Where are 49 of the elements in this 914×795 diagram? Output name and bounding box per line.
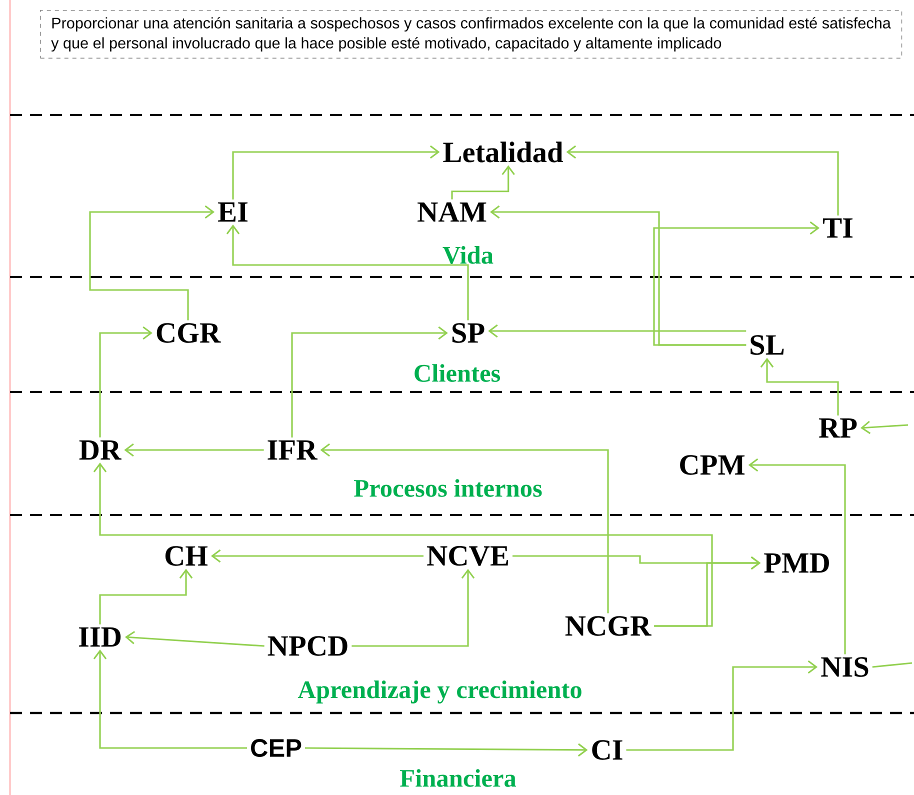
arrow [451,165,515,200]
term-text: CGR [156,323,221,343]
section-label: Aprendizaje y crecimiento [298,680,582,704]
term-text: TI [822,218,853,238]
section-label: Clientes [414,364,500,382]
arrow [99,568,193,624]
term-text: NCGR [565,616,652,636]
arrow [512,555,761,570]
term-text: SP [452,323,484,343]
term-text: NCVE [427,546,508,566]
arrow [352,568,475,647]
term-text: RP [818,418,857,438]
arrow [488,324,746,338]
section-label: Vida [442,246,494,264]
term-text: EI [218,202,248,222]
arrow [653,221,820,346]
mission-box: Proporcionar una atención sanitaria a sospechosos y casos confirmados excelente con la que la comunidad esté satisfecha y que el personal involucrado que la hace posible esté motivado, capacitado y altamente implicado [40,10,902,59]
arrow [748,458,846,654]
term-text: CI [592,740,622,760]
arrow [93,650,248,749]
arrow [99,326,152,438]
term-text: Letalidad [443,142,563,162]
term-text: NAM [418,202,486,222]
arrow [226,224,469,320]
term-text: IFR [268,440,318,460]
arrow [210,549,424,563]
arrow [89,205,215,320]
arrow [232,145,440,200]
term-text: PMD [764,553,829,573]
arrow [124,630,264,647]
arrow [93,462,713,627]
arrow [124,443,264,457]
section-label: Financiera [400,769,516,787]
term-text: IID [78,627,121,647]
term-text: NPCD [268,636,348,656]
arrow [304,743,588,757]
term-text: CEP [251,739,302,757]
term-text: DR [79,440,122,460]
arrow [320,443,609,614]
arrow [626,660,818,751]
arrow [291,326,448,438]
arrow [566,145,839,216]
section-label: Procesos internos [354,479,542,497]
arrow [760,358,839,416]
term-text: CH [165,546,208,566]
arrow [860,420,908,434]
term-text: NIS [821,657,868,677]
term-text: SL [750,335,784,355]
term-text: CPM [680,455,745,475]
